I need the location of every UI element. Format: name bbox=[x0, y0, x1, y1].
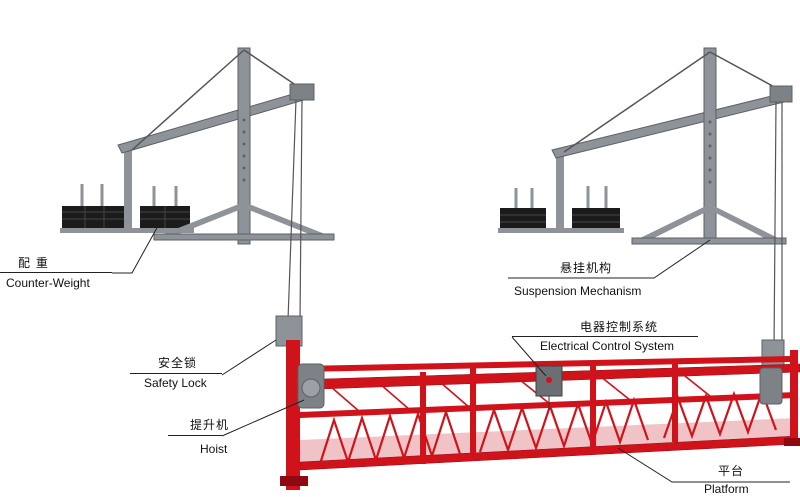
left-counterweight bbox=[60, 184, 194, 233]
leader-lines bbox=[112, 225, 790, 483]
right-counterweight bbox=[498, 186, 624, 233]
left-beam-head bbox=[289, 83, 315, 101]
control-rule bbox=[512, 336, 698, 337]
wire-ropes bbox=[287, 99, 783, 351]
left-tie-cable bbox=[131, 49, 245, 151]
right-tie-cable bbox=[563, 51, 711, 153]
hoist-label-en: Hoist bbox=[200, 442, 228, 456]
suspension-label-cn: 悬挂机构 bbox=[560, 261, 613, 275]
electrical-control-box bbox=[535, 365, 563, 410]
platform bbox=[275, 315, 800, 490]
safety-lock-label-en: Safety Lock bbox=[144, 376, 207, 390]
right-beam-head bbox=[769, 85, 793, 103]
counterweight-label-cn: 配 重 bbox=[18, 256, 49, 270]
hoist-motor bbox=[297, 363, 783, 409]
hoist-label-cn: 提升机 bbox=[190, 418, 230, 432]
right-suspension-mechanism bbox=[498, 47, 793, 245]
control-label-en: Electrical Control System bbox=[540, 339, 675, 353]
left-rear-post bbox=[124, 150, 132, 230]
left-front-mast bbox=[237, 47, 251, 245]
suspension-label-en: Suspension Mechanism bbox=[514, 284, 642, 298]
control-label-cn: 电器控制系统 bbox=[580, 320, 659, 334]
safety-lock-rule bbox=[130, 373, 222, 374]
platform-label-cn: 平台 bbox=[718, 464, 745, 478]
left-suspension-mechanism bbox=[60, 47, 335, 245]
left-main-beam bbox=[117, 91, 305, 154]
counterweight-rule bbox=[0, 272, 112, 273]
right-end-frame bbox=[790, 350, 798, 444]
left-end-frame bbox=[286, 340, 300, 490]
left-front-base bbox=[153, 202, 335, 241]
safety-lock-label-cn: 安全锁 bbox=[158, 356, 198, 370]
right-main-beam bbox=[551, 93, 785, 159]
counterweight-label-en: Counter-Weight bbox=[6, 276, 90, 290]
right-rear-post bbox=[556, 152, 564, 230]
platform-label-en: Platform bbox=[704, 482, 749, 496]
hoist-rule bbox=[168, 435, 222, 436]
